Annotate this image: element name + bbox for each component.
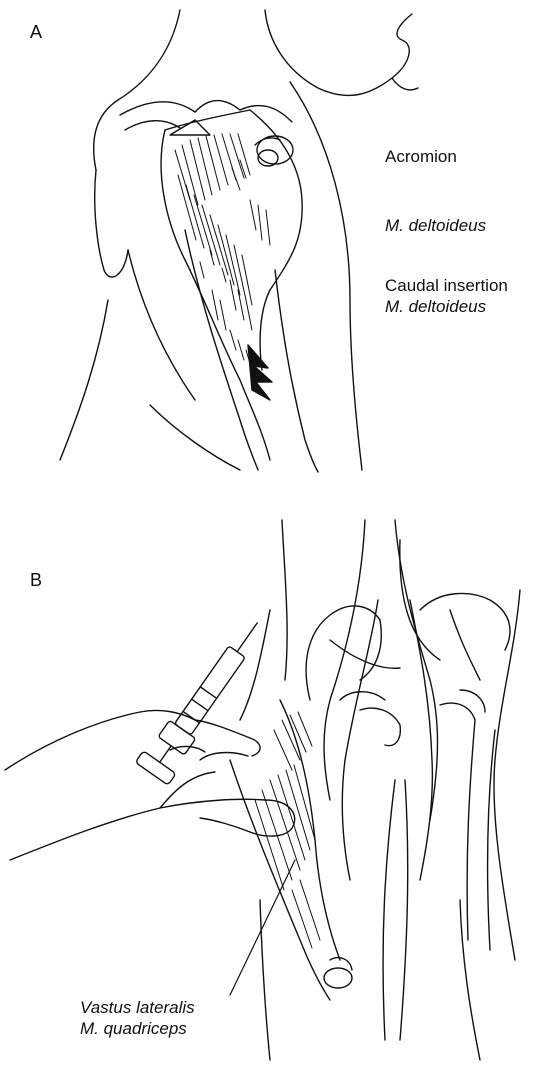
label-quadriceps: M. quadriceps (80, 1018, 187, 1040)
label-vastus-lateralis: Vastus lateralis (80, 997, 195, 1019)
